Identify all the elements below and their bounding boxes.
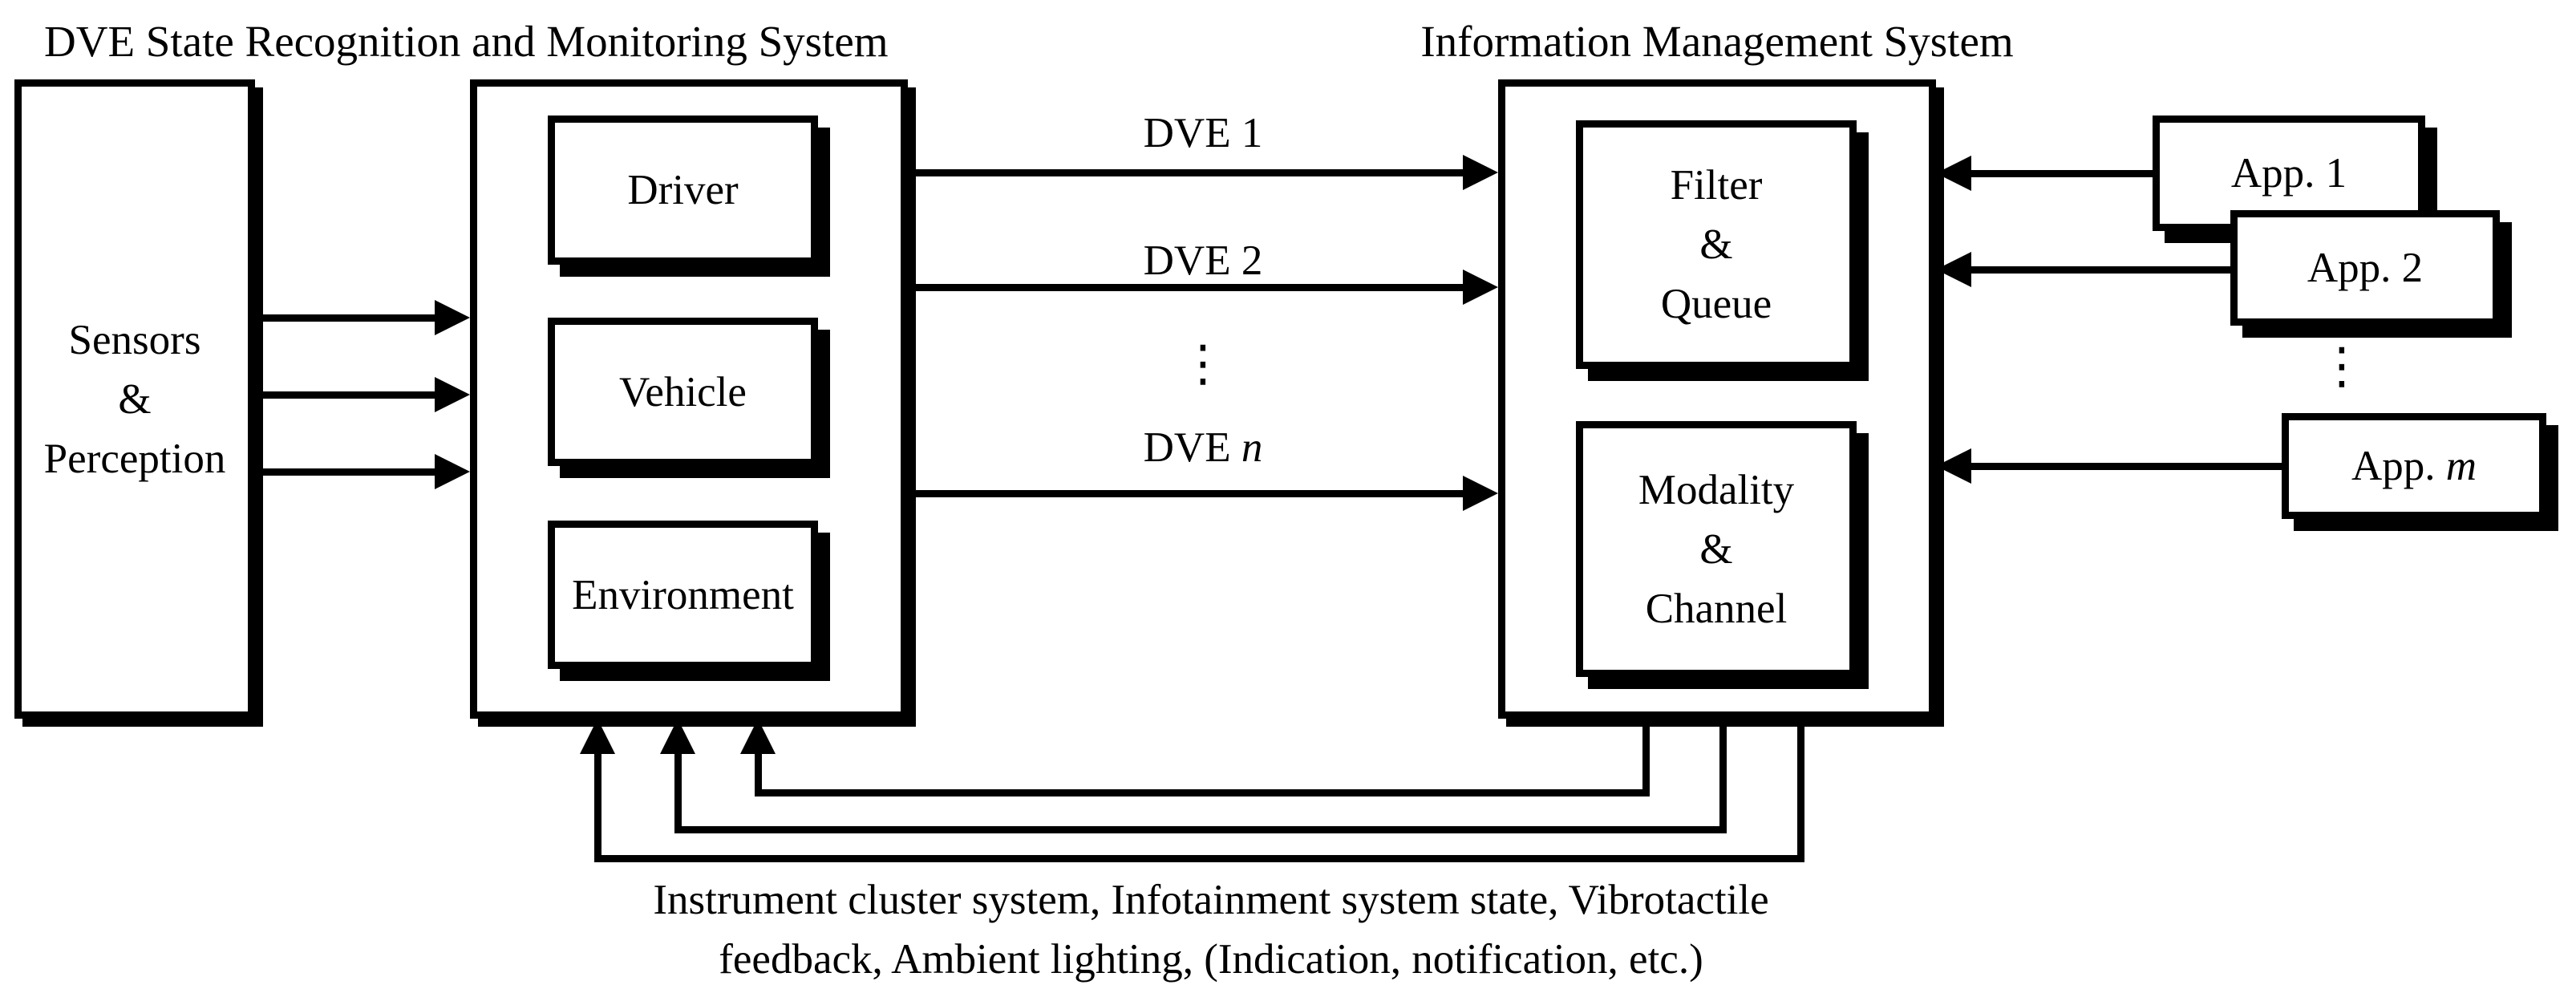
driver-label: Driver [627, 167, 739, 213]
dve-n-label-var: n [1241, 424, 1263, 471]
dve-2-label: DVE 2 [1143, 237, 1263, 284]
dve-n-arrow-line [908, 490, 1463, 497]
filter-queue-box: Filter & Queue [1576, 120, 1857, 369]
feedback-path-3-drop-line [1797, 719, 1804, 862]
feedback-path-1-drop-line [1642, 719, 1650, 796]
sensors-label-line1: Sensors [68, 316, 201, 363]
filter-queue-label-line1: Filter [1670, 162, 1763, 209]
right-system-title: Information Management System [1420, 17, 2014, 66]
dve-1-label: DVE 1 [1143, 110, 1263, 156]
app-m-arrow-line [1971, 463, 2282, 470]
driver-box: Driver [548, 116, 818, 265]
sensors-perception-box: Sensors & Perception [14, 79, 255, 719]
app-m-label-var: m [2445, 443, 2477, 489]
sensor-arrow-2-line [255, 391, 435, 399]
feedback-path-3-arrow-head [580, 719, 615, 754]
feedback-path-1-rise-line [755, 754, 762, 796]
app-m-label-prefix: App. [2351, 443, 2446, 489]
app-1-label: App. 1 [2230, 150, 2347, 197]
left-system-title: DVE State Recognition and Monitoring Sys… [44, 17, 889, 66]
dve-n-arrow-head [1463, 476, 1498, 511]
feedback-path-3-horizontal-line [594, 855, 1804, 862]
app-2-label: App. 2 [2307, 245, 2424, 291]
dve-1-arrow-line [908, 169, 1463, 176]
dve-1-arrow-head [1463, 155, 1498, 190]
sensors-label-line2: & [118, 375, 152, 423]
modality-channel-label-line2: & [1699, 525, 1733, 573]
app-1-arrow-line [1971, 170, 2153, 177]
app-2-arrow-head [1936, 252, 1971, 287]
app-2-arrow-line [1971, 266, 2230, 274]
vehicle-box: Vehicle [548, 318, 818, 466]
monitoring-system-box [470, 79, 908, 719]
feedback-path-2-drop-line [1719, 719, 1727, 833]
modality-channel-box: Modality & Channel [1576, 421, 1857, 677]
app-m-box: App. m [2282, 413, 2546, 519]
dve-n-label: DVE n [1144, 424, 1263, 472]
feedback-path-2-rise-line [674, 754, 682, 833]
environment-box: Environment [548, 521, 818, 669]
modality-channel-label-line3: Channel [1645, 585, 1788, 632]
app-vertical-ellipsis-icon: ⋮ [2317, 336, 2367, 395]
app-2-box: App. 2 [2230, 210, 2500, 326]
feedback-caption-line1: Instrument cluster system, Infotainment … [653, 877, 1769, 923]
sensor-arrow-3-line [255, 468, 435, 476]
dve-n-label-prefix: DVE [1143, 424, 1241, 471]
feedback-caption: Instrument cluster system, Infotainment … [653, 870, 1768, 989]
sensor-arrow-1-head [435, 300, 470, 335]
sensors-label-line3: Perception [43, 435, 226, 482]
feedback-caption-line2: feedback, Ambient lighting, (Indication,… [719, 936, 1703, 983]
information-management-system-box [1498, 79, 1936, 719]
app-m-arrow-head [1936, 448, 1971, 484]
sensor-arrow-1-line [255, 314, 435, 322]
dve-2-arrow-line [908, 284, 1463, 291]
feedback-path-1-arrow-head [740, 719, 776, 754]
filter-queue-label-line3: Queue [1660, 281, 1772, 327]
app-m-label: App. m [2351, 436, 2477, 496]
feedback-path-2-arrow-head [660, 719, 695, 754]
feedback-path-3-rise-line [594, 754, 601, 862]
feedback-path-2-horizontal-line [674, 826, 1726, 833]
feedback-path-1-horizontal-line [755, 789, 1649, 796]
dve-2-arrow-head [1463, 270, 1498, 305]
sensor-arrow-3-head [435, 454, 470, 489]
vehicle-label: Vehicle [619, 368, 747, 415]
modality-channel-label-line1: Modality [1638, 466, 1795, 513]
dve-vertical-ellipsis-icon: ⋮ [1178, 334, 1228, 392]
sensor-arrow-2-head [435, 377, 470, 412]
environment-label: Environment [572, 571, 794, 618]
app-1-arrow-head [1936, 156, 1971, 191]
filter-queue-label-line2: & [1699, 221, 1733, 268]
